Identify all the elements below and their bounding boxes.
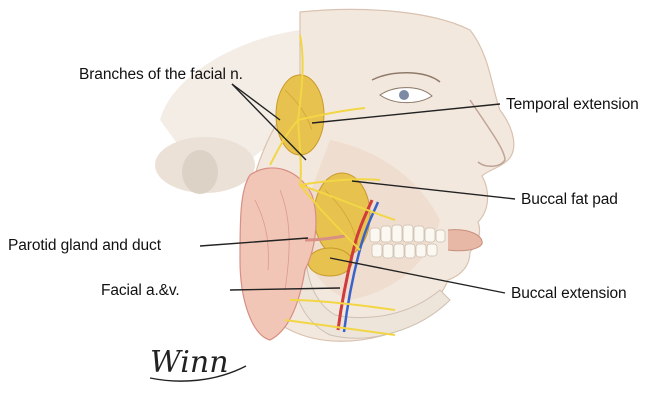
label-facial-artery-vein: Facial a.&v.: [101, 282, 180, 300]
label-buccal-extension: Buccal extension: [511, 285, 627, 303]
buccal-extension-pad: [308, 248, 352, 276]
label-branches-facial-nerve: Branches of the facial n.: [79, 66, 243, 84]
svg-text:Winn: Winn: [150, 345, 229, 380]
label-buccal-fat-pad: Buccal fat pad: [521, 191, 618, 209]
label-temporal-extension: Temporal extension: [506, 96, 639, 114]
label-parotid-gland-duct: Parotid gland and duct: [8, 237, 161, 255]
signature: Winn: [150, 345, 246, 381]
